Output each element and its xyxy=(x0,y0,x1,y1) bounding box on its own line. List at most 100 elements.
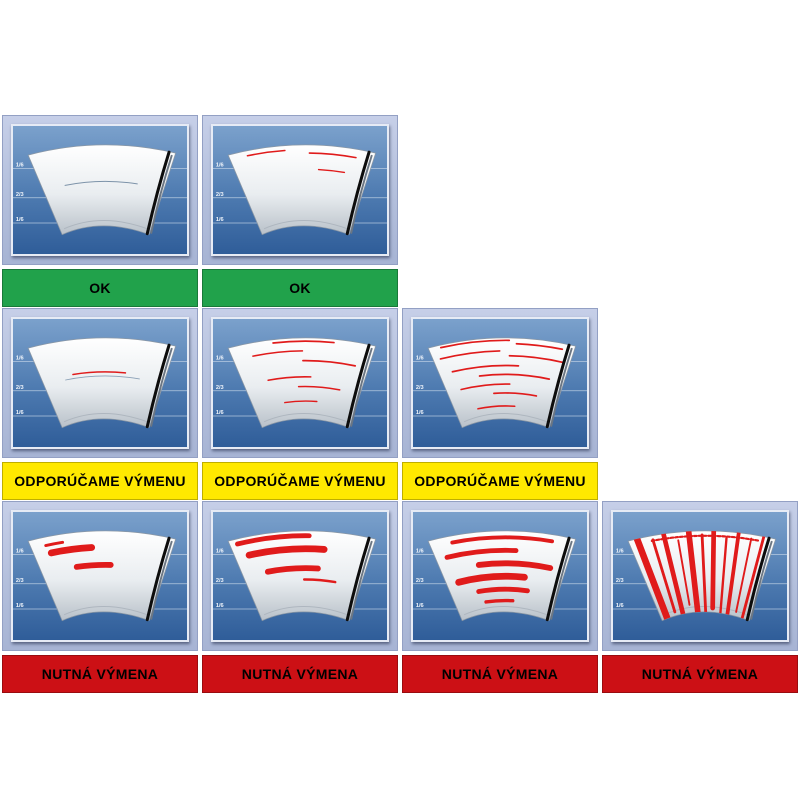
vertical-wear-stripe xyxy=(725,530,741,617)
wear-streak xyxy=(439,350,501,360)
zone-label: 1/6 xyxy=(616,549,624,555)
blade-shadow xyxy=(150,347,173,427)
streak-marks xyxy=(235,533,337,584)
vertical-wear-stripe xyxy=(735,537,753,613)
wear-streak xyxy=(475,560,554,571)
wiper-sweep-graphic: 1/62/31/6 xyxy=(213,319,387,447)
fan-shading-line xyxy=(63,606,148,616)
windshield-screen: 1/6 2/3 1/6 xyxy=(211,124,389,256)
wear-streak xyxy=(302,359,357,367)
zone-label: 1/6 xyxy=(216,356,224,362)
wiper-blade-icon xyxy=(345,150,371,236)
wear-streak xyxy=(493,392,538,397)
wear-streak xyxy=(477,405,516,410)
wear-streak xyxy=(44,540,65,548)
zone-label: 2/3 xyxy=(216,192,224,198)
wear-streak xyxy=(515,342,564,351)
status-label-ok: OK xyxy=(202,269,398,307)
wear-streak xyxy=(444,547,519,560)
status-label-recommend-replacement: ODPORÚČAME VÝMENU xyxy=(202,462,398,500)
zone-label: 1/6 xyxy=(216,603,224,609)
status-label-replacement-required: NUTNÁ VÝMENA xyxy=(602,655,798,693)
wiper-sweep-area xyxy=(27,144,177,236)
wiper-blade-icon xyxy=(345,343,371,429)
streak-marks xyxy=(633,530,766,621)
streak-marks xyxy=(64,180,138,186)
zone-label: 2/3 xyxy=(16,578,24,584)
zone-label: 2/3 xyxy=(416,578,424,584)
wear-streak xyxy=(65,375,140,381)
status-label-recommend-replacement: ODPORÚČAME VÝMENU xyxy=(402,462,598,500)
status-label-replacement-required: NUTNÁ VÝMENA xyxy=(202,655,398,693)
wear-streak xyxy=(264,565,321,575)
zone-label: 1/6 xyxy=(16,356,24,362)
fan-shading-line xyxy=(263,606,348,616)
zone-label: 2/3 xyxy=(416,385,424,391)
wear-streak xyxy=(272,340,335,344)
wiper-blade-icon xyxy=(545,536,571,622)
wear-streak xyxy=(302,578,337,584)
wear-streak xyxy=(439,339,511,349)
zone-label: 1/6 xyxy=(416,603,424,609)
wiper-sweep-area xyxy=(227,144,377,236)
wiper-sweep-graphic: 1/62/31/6 xyxy=(413,512,587,640)
zone-label: 2/3 xyxy=(16,192,24,198)
fan-shading-line xyxy=(263,220,348,230)
blade-shadow xyxy=(350,154,373,234)
fan-shading-line xyxy=(263,413,348,423)
wear-streak xyxy=(47,544,96,557)
wiper-blade-icon xyxy=(145,343,171,429)
vertical-wear-stripe xyxy=(633,535,671,621)
wiper-sweep-graphic: 1/62/31/6 xyxy=(13,126,187,254)
zone-label: 2/3 xyxy=(616,578,624,584)
zone-label: 1/6 xyxy=(216,410,224,416)
wear-streak xyxy=(252,350,304,357)
zone-label: 1/6 xyxy=(216,217,224,223)
wear-streak xyxy=(235,533,312,547)
vertical-wear-stripe xyxy=(685,530,701,616)
wear-streak xyxy=(64,180,138,186)
wiper-sweep-graphic: 1/6 2/3 1/6 xyxy=(213,126,387,254)
wear-streak xyxy=(73,561,114,570)
streak-marks xyxy=(444,535,554,604)
streak-marks xyxy=(439,339,564,410)
wear-streak xyxy=(284,400,318,404)
vertical-wear-stripe xyxy=(677,539,691,606)
zone-label: 1/6 xyxy=(16,549,24,555)
wear-streak xyxy=(478,373,551,380)
wiper-blade-icon xyxy=(345,536,371,622)
panel-frame: 1/6 2/3 1/6 xyxy=(202,115,398,265)
wiper-blade-icon xyxy=(545,343,571,429)
wear-streak xyxy=(297,385,341,391)
zone-label: 2/3 xyxy=(16,385,24,391)
wear-streak xyxy=(245,545,328,559)
wear-streak xyxy=(455,572,528,586)
blade-shadow xyxy=(550,540,573,620)
fan-shading-line xyxy=(463,606,548,616)
wiper-sweep-graphic: 1/62/31/6 xyxy=(613,512,787,640)
wiper-sweep-area xyxy=(227,337,377,429)
vertical-wear-stripe xyxy=(719,536,728,615)
zone-label: 1/6 xyxy=(216,163,224,169)
wiper-sweep-graphic: 1/62/31/6 xyxy=(13,319,187,447)
wear-streak xyxy=(451,364,520,373)
wiper-sweep-graphic: 1/62/31/6 xyxy=(413,319,587,447)
streak-marks xyxy=(44,540,114,570)
zone-label: 1/6 xyxy=(416,356,424,362)
